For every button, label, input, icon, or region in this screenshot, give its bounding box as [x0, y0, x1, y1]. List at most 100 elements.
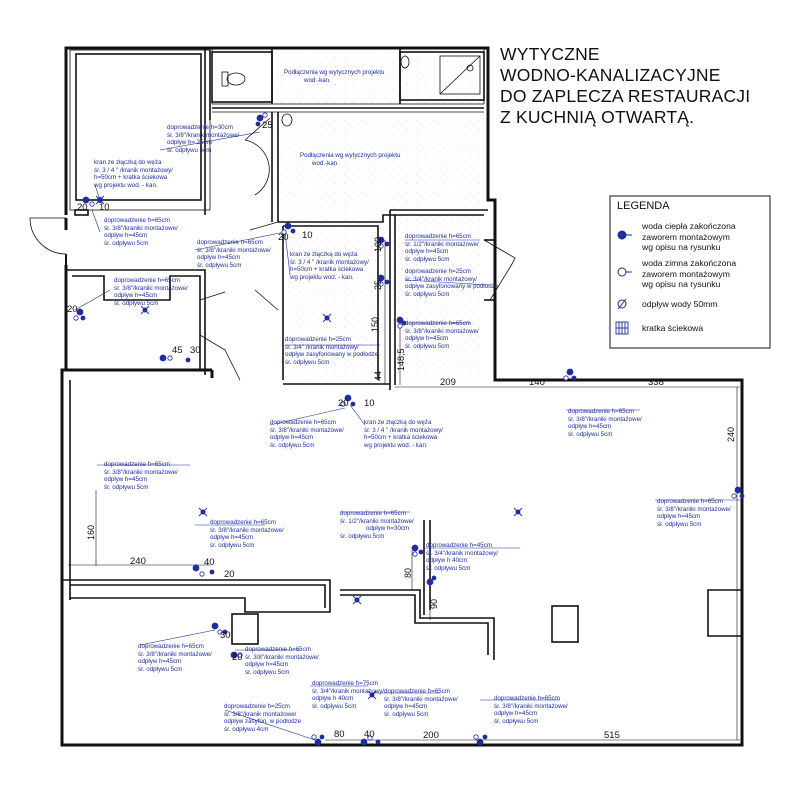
note-line: odpływ zasyfonowany w podłodze — [405, 283, 499, 291]
grate-icon — [513, 507, 523, 517]
note-line: śr. odpływu 5cm — [210, 541, 255, 549]
note-9: doprowadzenie h=25cm śr. 3/4"/kranik mon… — [405, 268, 498, 298]
note-line: śr. 3/8"/kranik montażowe/ — [224, 710, 297, 718]
note-line: doprowadzenie h=65cm — [568, 408, 634, 415]
note-line: Podłączenia wg wytycznych projektu — [284, 69, 385, 76]
note-line: doprowadzenie h=45cm — [426, 542, 492, 549]
legend-line: wg opisu na rysunku — [642, 242, 721, 252]
note-5: doprowadzenie h=65cm śr. 3/8"/kraniki mo… — [104, 217, 178, 247]
note-11: doprowadzenie h=65cm śr. 3/8"/kraniki mo… — [405, 320, 479, 350]
note-line: h=50cm + kratka ściekowa — [94, 174, 168, 182]
note-line: śr. 3/4"/kranik montażowy/ — [312, 687, 385, 695]
note-26: doprowadzenie h=25cm śr. 3/8"/kranik mon… — [224, 703, 301, 733]
note-line: h=50cm + kratka ściekowa — [290, 266, 364, 274]
note-4: kran ze złączką do węża śr. 3 / 4 " /kra… — [94, 159, 173, 189]
note-line: śr. odpływu 5cm — [568, 430, 613, 438]
drawing-title: WYTYCZNE WODNO-KANALIZACYJNE DO ZAPLECZA… — [500, 44, 750, 128]
note-line: odpływ h=45cm — [657, 513, 701, 521]
note-line: śr. odpływu 5cm — [494, 717, 539, 725]
title-line: Z KUCHNIĄ OTWARTĄ. — [500, 107, 695, 127]
dimension-label: 40 — [364, 729, 375, 740]
grate-icon — [367, 690, 377, 700]
note-line: odpływ h=45cm — [138, 658, 182, 666]
note-line: odpływ h 40cm — [426, 557, 468, 565]
note-line: śr. odpływu 5cm — [285, 358, 330, 366]
note-line: doprowadzenie h=65cm — [405, 320, 471, 327]
note-line: doprowadzenie h=65cm — [405, 233, 471, 240]
water-point — [377, 236, 390, 249]
note-line: śr. 3/8"/kraniki montażowe/ — [494, 702, 568, 710]
note-line: śr. odpływu 5cm — [138, 665, 183, 673]
note-line: śr. 3/4" /kranik montażowy/ — [285, 343, 359, 351]
dimension-label: 209 — [440, 377, 456, 388]
note-line: śr. odpływu 5cm — [104, 239, 149, 247]
note-line: doprowadzenie h=65cm — [384, 688, 450, 695]
water-point — [360, 735, 381, 746]
note-line: odpływ zasyfonowany w podłodze — [285, 351, 379, 359]
note-line: doprowadzenie h=65cm — [114, 277, 180, 284]
legend-hot-water: woda ciepła zakończona zaworem montażowy… — [642, 221, 736, 253]
note-17: doprowadzenie h=65cm śr. 3/8"/kraniki mo… — [657, 498, 731, 528]
water-point — [73, 308, 86, 321]
note-line: śr. 3/8"/kraniki montażowe/ — [384, 695, 458, 703]
note-line: doprowadzenie h=65cm — [340, 510, 406, 517]
grate-icon — [198, 507, 208, 517]
note-line: śr. 3/8"/kraniki montażowe/ — [270, 426, 344, 434]
note-line: śr. 1/2"/kraniki montażowe/ — [405, 240, 479, 248]
note-6: doprowadzenie h=65cm śr. 3/8"/kraniki mo… — [197, 239, 271, 269]
title-line: DO ZAPLECZA RESTAURACJI — [500, 86, 751, 106]
dimension-label: 160 — [86, 524, 96, 540]
note-line: śr. odpływu 5cm — [405, 290, 450, 298]
water-point — [159, 354, 191, 363]
water-point — [377, 274, 390, 287]
dimension-label: 20 — [278, 232, 289, 243]
note-19: doprowadzenie h=65cm śr. 1/2"/kraniki mo… — [340, 510, 414, 540]
note-line: doprowadzenie h=65cm — [245, 646, 311, 653]
dimension-label: 44 — [373, 370, 383, 381]
water-point — [211, 622, 228, 635]
dimension-label: 100 — [373, 236, 383, 252]
cold-water-icon — [617, 267, 632, 277]
dimension-label: 140 — [529, 377, 545, 388]
note-10: doprowadzenie h=65cm śr. 3/8"/kraniki mo… — [114, 277, 188, 307]
note-3: doprowadzenie h=30cm śr. 3/8"/kranik mon… — [167, 124, 239, 154]
note-line: śr. 3 / 4 " /kranik montażowy/ — [364, 426, 443, 434]
grate-icon — [322, 313, 332, 323]
sink-icon-2 — [400, 55, 410, 69]
dimension-label: 10 — [364, 398, 375, 409]
legend-line: zaworem montażowym — [642, 268, 730, 279]
note-line: odpływ h=45cm — [494, 710, 538, 718]
water-point — [311, 734, 325, 746]
note-line: śr. odpływu 5cm — [114, 299, 159, 307]
water-point — [563, 368, 577, 381]
legend-line: zaworem montażowym — [642, 231, 730, 242]
note-21: doprowadzenie h=65cm śr. 3/8"/kraniki mo… — [138, 643, 212, 673]
note-12: doprowadzenie h=25cm śr. 3/4" /kranik mo… — [285, 336, 378, 366]
grate-icon — [352, 595, 362, 605]
legend-box — [609, 195, 771, 349]
note-line: doprowadzenie h=25cm — [224, 703, 290, 710]
note-25: doprowadzenie h=65cm śr. 3/8"/kraniki mo… — [494, 695, 568, 725]
dimension-label: 25 — [262, 120, 273, 131]
note-line: kran ze złączką do węża — [364, 419, 432, 426]
dimension-label: 30 — [190, 345, 201, 356]
note-line: śr. 3/8"/kraniki montażowe/ — [197, 246, 271, 254]
water-point — [340, 394, 356, 407]
dimension-label: 240 — [130, 556, 146, 567]
dimension-label: 20 — [77, 202, 88, 213]
note-line: wod.-kan. — [304, 76, 331, 84]
note-line: kran ze złączką do węża — [290, 251, 358, 258]
title-line: WODNO-KANALIZACYJNE — [500, 65, 721, 85]
note-line: wg projektu wod. - kan. — [290, 273, 354, 281]
note-line: śr. 3/8"/kraniki montażowe/ — [210, 526, 284, 534]
note-line: śr. odpływu 5cm — [340, 532, 385, 540]
note-line: śr. 3/4"/kranik montażowy/ — [405, 275, 478, 283]
note-line: śr. odpływu 5cm — [167, 146, 212, 154]
note-line: odpływ h=45cm — [405, 335, 449, 343]
shower-icon — [439, 55, 481, 95]
note-line: śr. odpływu 5cm — [384, 710, 429, 718]
drain-icon — [617, 298, 627, 310]
grate-legend-icon — [615, 321, 629, 335]
note-line: odpływ h=45cm — [114, 292, 158, 300]
note-20: doprowadzenie h=45cm śr. 3/4"/kranik mon… — [426, 542, 498, 572]
